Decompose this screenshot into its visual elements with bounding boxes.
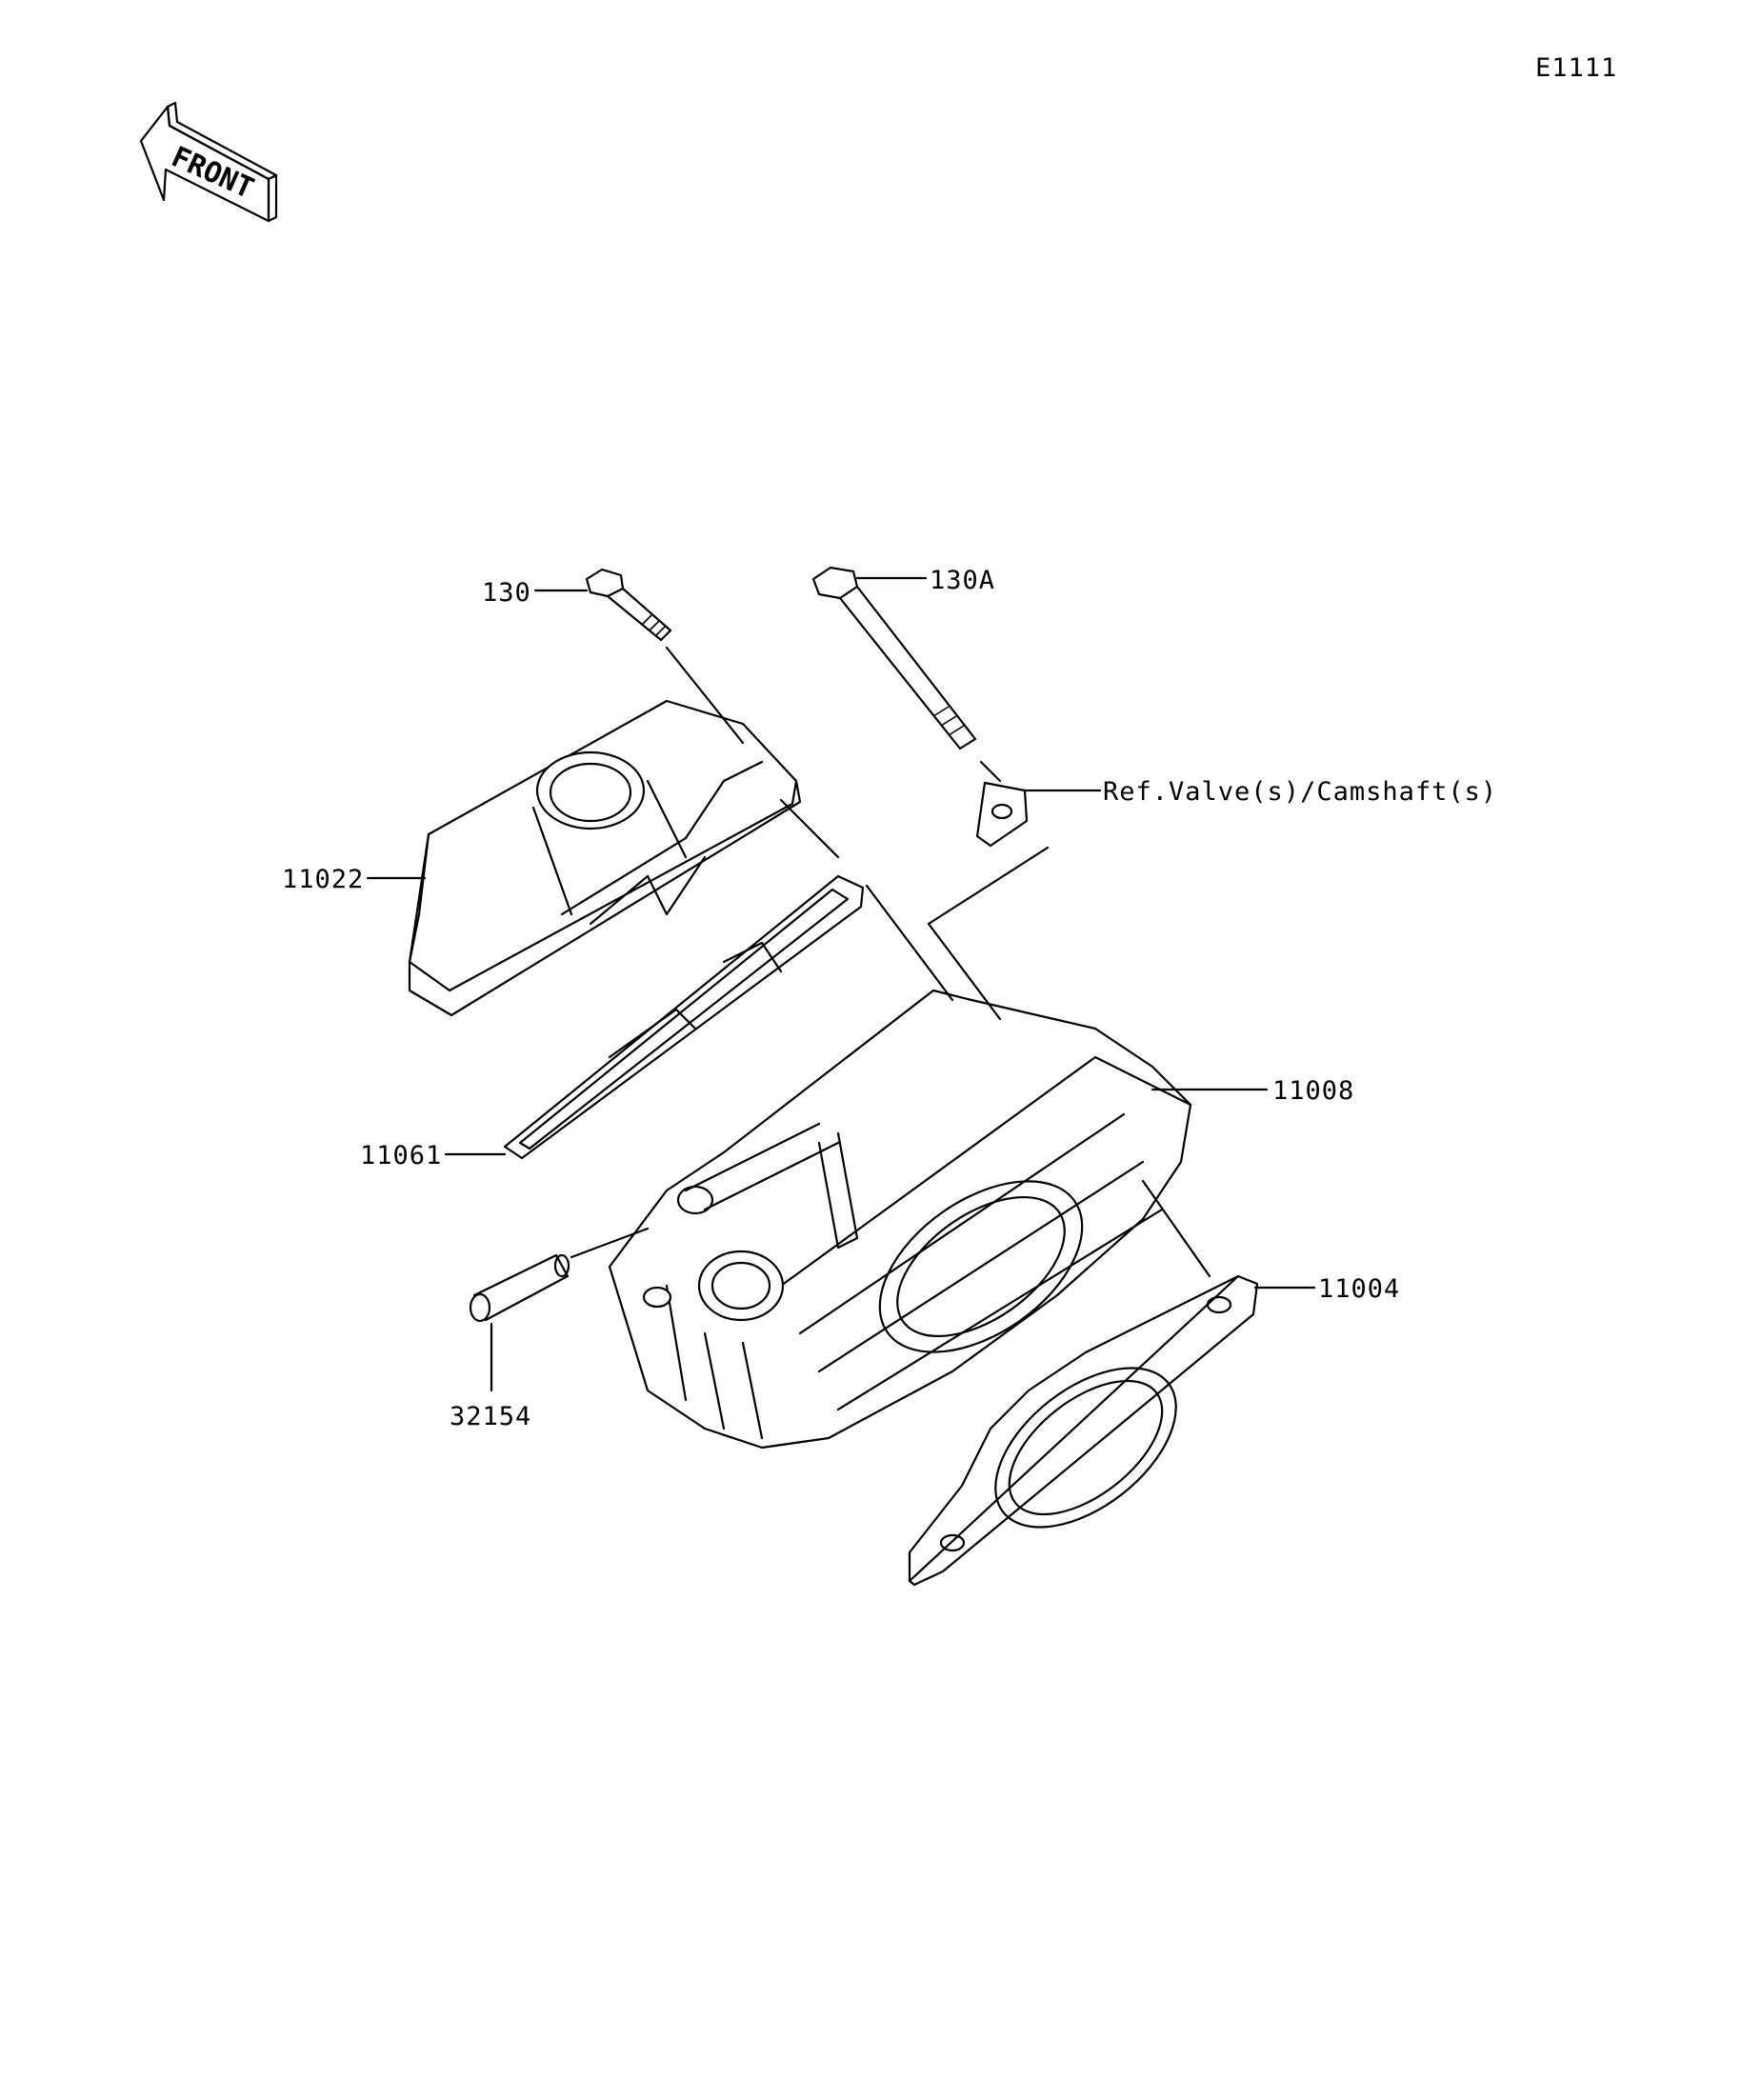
cylinder-head-icon [608, 989, 1192, 1450]
cylinder-head-cover-icon [408, 699, 802, 1017]
callout-130: 130 [482, 578, 531, 608]
front-arrow-icon: FRONT [139, 101, 278, 223]
bolt-130a-icon [811, 566, 977, 750]
head-cover-gasket-icon [503, 874, 865, 1160]
bolt-130-icon [585, 568, 672, 642]
callout-11061: 11061 [360, 1141, 442, 1170]
callout-11022: 11022 [282, 865, 364, 894]
callout-11008: 11008 [1272, 1076, 1354, 1106]
dowel-pin-icon [469, 1253, 570, 1323]
callout-ref-valve-camshaft: Ref.Valve(s)/Camshaft(s) [1103, 777, 1497, 807]
callout-11004: 11004 [1318, 1274, 1400, 1304]
assembly-guide-lines [570, 646, 1211, 1278]
callout-130a: 130A [930, 566, 995, 595]
diagram-code: E1111 [1535, 53, 1617, 83]
callout-32154: 32154 [450, 1402, 531, 1431]
oil-guide-washer-icon [975, 781, 1029, 848]
callout-leaders [366, 576, 1316, 1392]
head-gasket-icon [908, 1274, 1259, 1587]
